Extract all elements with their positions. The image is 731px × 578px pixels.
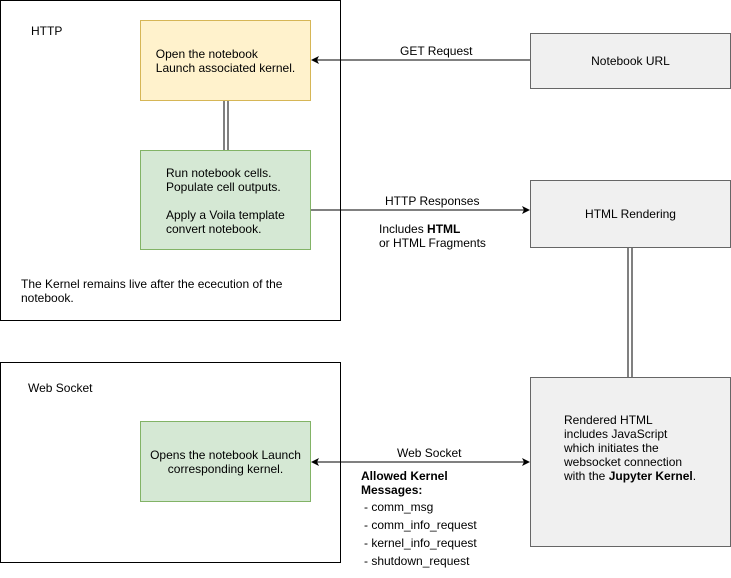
get-request-label: GET Request bbox=[400, 44, 473, 58]
run-line1: Run notebook cells. bbox=[166, 166, 272, 180]
http-responses-includes: Includes HTML or HTML Fragments bbox=[379, 222, 486, 250]
message-item: - kernel_info_request bbox=[364, 536, 477, 550]
rendered-line5-suffix: . bbox=[692, 469, 697, 483]
opens-line2: corresponding kernel. bbox=[167, 461, 284, 476]
rendered-line3: which initiates the bbox=[564, 441, 659, 455]
html-rendering-box: HTML Rendering bbox=[530, 180, 731, 248]
open-notebook-box: Open the notebook Launch associated kern… bbox=[140, 20, 311, 101]
run-line2: Populate cell outputs. bbox=[166, 180, 281, 194]
rendered-line5-prefix: with the bbox=[564, 469, 609, 483]
notebook-url-box: Notebook URL bbox=[530, 33, 731, 89]
message-item: - comm_msg bbox=[364, 500, 434, 514]
message-item: - comm_info_request bbox=[364, 518, 477, 532]
rendered-html-box: Rendered HTML includes JavaScript which … bbox=[530, 377, 731, 547]
includes-prefix: Includes bbox=[379, 222, 428, 236]
rendered-line5-bold: Jupyter Kernel bbox=[608, 469, 693, 483]
includes-bold: HTML bbox=[427, 222, 461, 236]
rendered-line1: Rendered HTML bbox=[564, 413, 653, 427]
rendered-line2: includes JavaScript bbox=[564, 427, 668, 441]
includes-line2: or HTML Fragments bbox=[379, 236, 486, 250]
notebook-url-label: Notebook URL bbox=[591, 54, 670, 68]
message-item: - shutdown_request bbox=[364, 554, 470, 568]
open-notebook-line2: Launch associated kernel. bbox=[155, 60, 296, 75]
kernel-note: The Kernel remains live after the ececut… bbox=[21, 277, 282, 305]
opens-line1: Opens the notebook Launch bbox=[150, 447, 301, 462]
rendered-line4: websocket connection bbox=[564, 455, 683, 469]
allowed-title-line1: Allowed Kernel bbox=[361, 469, 448, 483]
http-responses-label: HTTP Responses bbox=[385, 194, 480, 208]
kernel-note-line2: notebook. bbox=[21, 291, 74, 305]
allowed-title-line2: Messages: bbox=[361, 483, 423, 497]
run-line4: convert notebook. bbox=[166, 222, 262, 236]
kernel-note-line1: The Kernel remains live after the ececut… bbox=[21, 277, 283, 291]
open-notebook-line1: Open the notebook bbox=[155, 46, 258, 61]
html-rendering-label: HTML Rendering bbox=[585, 207, 676, 221]
run-line3: Apply a Voila template bbox=[166, 208, 285, 222]
opens-notebook-box: Opens the notebook Launch corresponding … bbox=[140, 421, 311, 502]
websocket-link-label: Web Socket bbox=[397, 446, 462, 460]
websocket-title: Web Socket bbox=[28, 381, 93, 395]
http-title: HTTP bbox=[31, 24, 63, 38]
allowed-messages: Allowed Kernel Messages: bbox=[361, 469, 448, 497]
run-notebook-box: Run notebook cells. Populate cell output… bbox=[140, 150, 311, 250]
